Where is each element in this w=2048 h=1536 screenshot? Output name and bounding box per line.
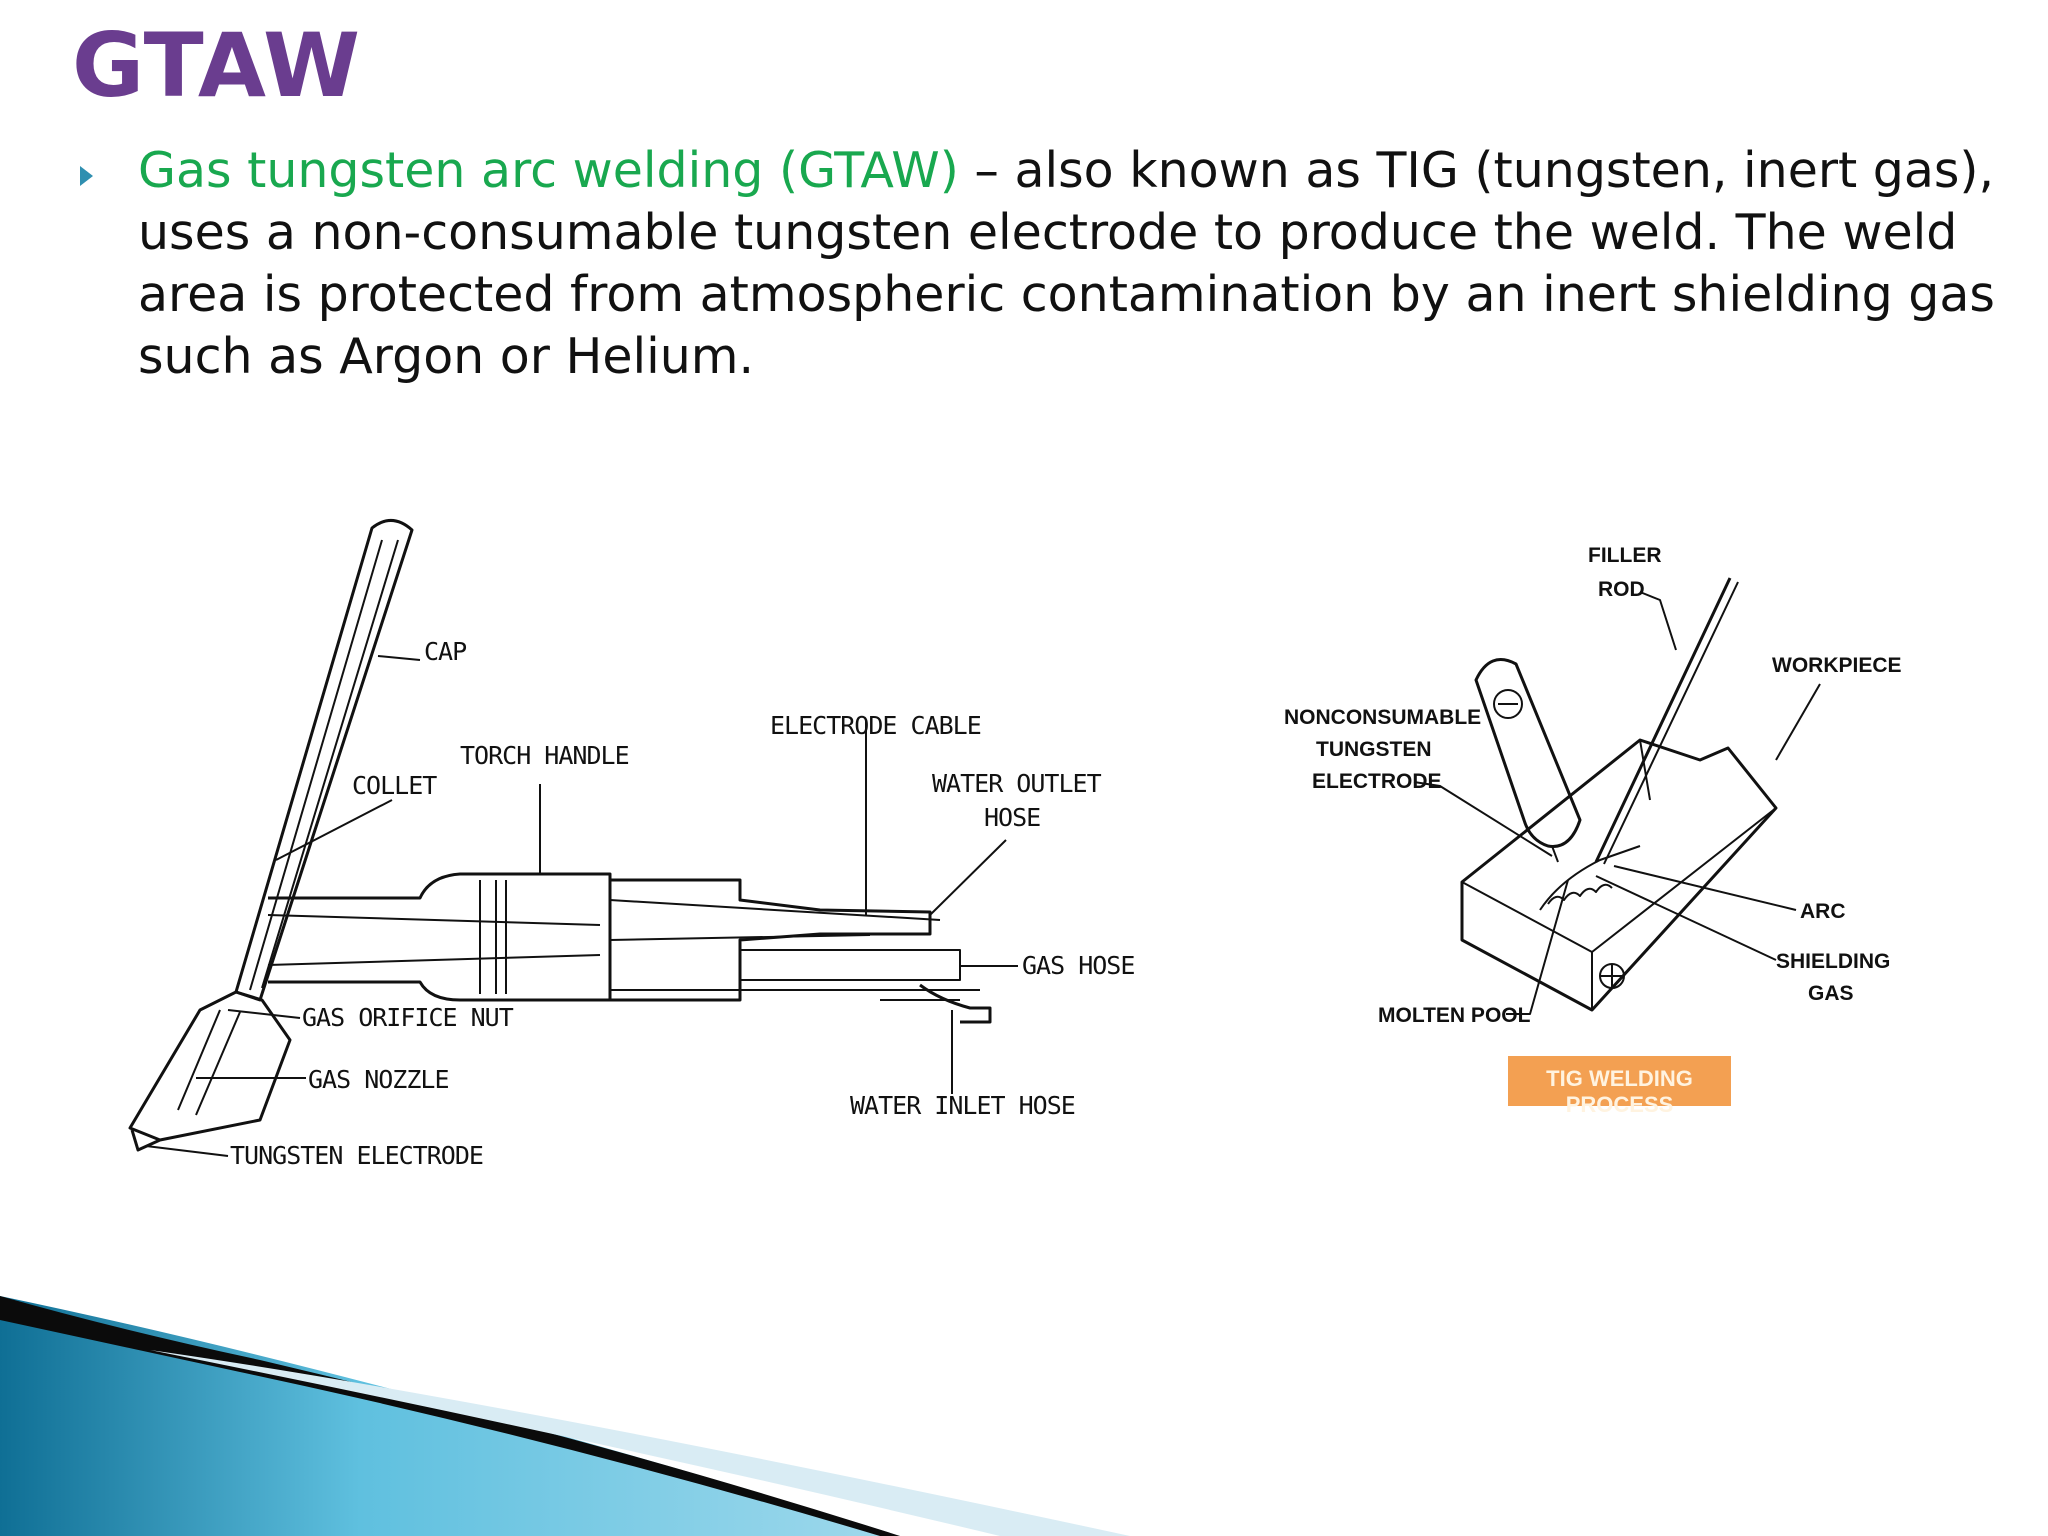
process-caption: TIG WELDING PROCESS: [1546, 1066, 1693, 1117]
label-workpiece: WORKPIECE: [1772, 654, 1902, 677]
torch-diagram: [128, 519, 1018, 1157]
label-filler-1: FILLER: [1588, 544, 1662, 567]
label-torch-handle: TORCH HANDLE: [460, 741, 629, 770]
weld-bead-shape: [1547, 883, 1613, 905]
label-electrode-1: NONCONSUMABLE: [1284, 706, 1481, 729]
bullet-arrow-icon: [80, 166, 93, 186]
bullet-body: – also known as TIG (tungsten, inert gas…: [138, 142, 1995, 385]
filler-rod-shape: [1594, 577, 1732, 863]
decorative-swoosh: [0, 1296, 1130, 1536]
label-filler-2: ROD: [1598, 578, 1645, 601]
label-electrode-2: TUNGSTEN: [1316, 738, 1432, 761]
label-electrode-cable: ELECTRODE CABLE: [770, 711, 981, 740]
bullet-text: Gas tungsten arc welding (GTAW) – also k…: [138, 140, 2038, 388]
label-electrode-3: ELECTRODE: [1312, 770, 1442, 793]
label-gas-nozzle: GAS NOZZLE: [308, 1065, 449, 1094]
torch-cap-shape: [234, 519, 414, 1002]
label-shielding-2: GAS: [1808, 982, 1854, 1005]
label-shielding-1: SHIELDING: [1776, 950, 1890, 973]
process-diagram: [1413, 577, 1821, 1015]
label-arc: ARC: [1800, 900, 1846, 923]
label-water-outlet-1: WATER OUTLET: [932, 769, 1102, 798]
label-gas-hose: GAS HOSE: [1022, 951, 1134, 980]
label-tungsten-electrode: TUNGSTEN ELECTRODE: [230, 1141, 483, 1170]
torch-nozzle-shape: [128, 990, 292, 1142]
process-labels: FILLER ROD WORKPIECE NONCONSUMABLE TUNGS…: [1284, 544, 1902, 1027]
label-collet: COLLET: [352, 771, 437, 800]
bullet-highlight: Gas tungsten arc welding (GTAW): [138, 142, 959, 199]
workpiece-shape: [1460, 738, 1778, 1012]
label-molten-pool: MOLTEN POOL: [1378, 1004, 1531, 1027]
slide-title: GTAW: [72, 14, 362, 117]
label-gas-orifice-nut: GAS ORIFICE NUT: [302, 1003, 514, 1032]
process-caption-box: [1508, 1056, 1731, 1106]
label-cap: CAP: [424, 637, 466, 666]
label-water-inlet-hose: WATER INLET HOSE: [850, 1091, 1075, 1120]
torch-handle-shape: [268, 872, 612, 1002]
torch-labels: CAP COLLET TORCH HANDLE ELECTRODE CABLE …: [230, 637, 1135, 1170]
label-water-outlet-2: HOSE: [984, 803, 1040, 832]
tig-torch-shape: [1474, 658, 1582, 848]
